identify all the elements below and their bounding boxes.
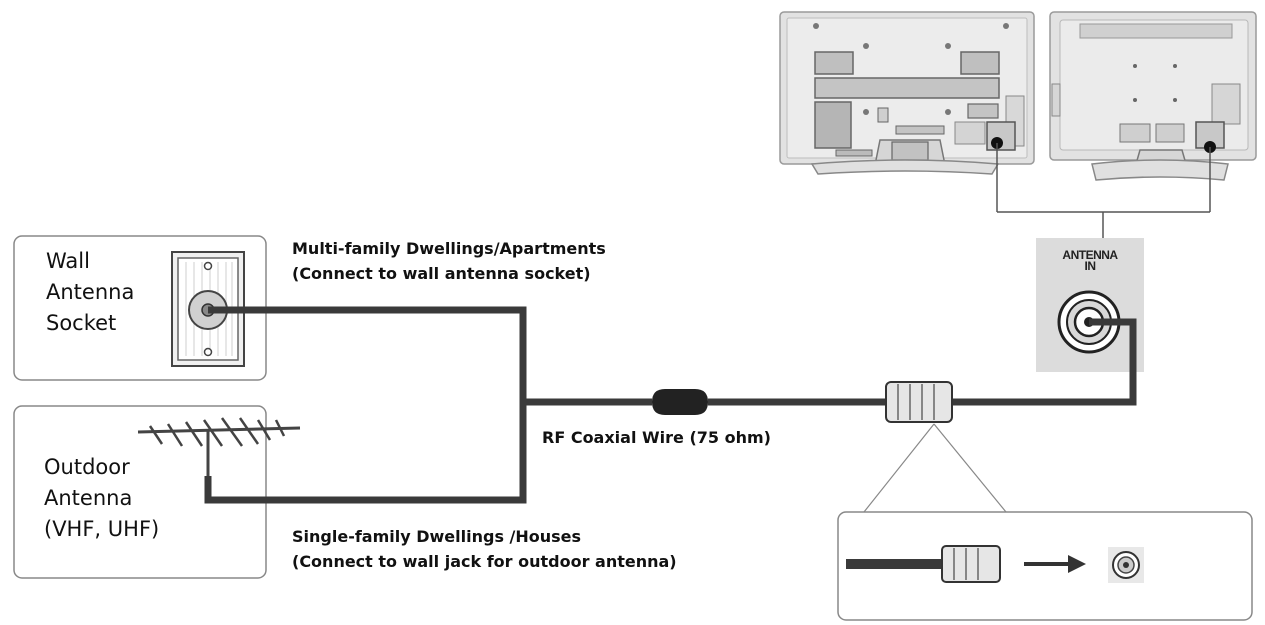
antenna-in-label: ANTENNA IN [1044,248,1136,273]
wall-socket-label-line: Wall [46,249,90,273]
f-connector-plug [885,381,953,423]
outdoor-antenna-box [13,405,267,579]
cable-label: RF Coaxial Wire (75 ohm) [542,428,771,447]
outdoor-antenna-label-line: Antenna [44,486,133,510]
outdoor-antenna-label-line: Outdoor [44,455,130,479]
antenna-in-label-line: ANTENNA [1062,248,1118,262]
wall-socket-caption-line: (Connect to wall antenna socket) [292,264,591,283]
tv-plasma-rear [779,11,1035,175]
outdoor-antenna-label: Outdoor Antenna (VHF, UHF) [44,452,159,545]
wall-socket-label-line: Socket [46,311,117,335]
detail-callout [863,423,1007,513]
outdoor-antenna-caption: Single-family Dwellings /Houses (Connect… [292,524,677,574]
wall-socket-label: Wall Antenna Socket [46,246,134,339]
arrow-right-icon [1024,555,1086,573]
detail-jack-icon [1108,547,1144,583]
antenna-in-panel [1036,238,1144,372]
detail-plug-icon [846,545,1001,583]
tv-rear-icon [779,11,1257,181]
outdoor-antenna-label-line: (VHF, UHF) [44,517,160,541]
outdoor-antenna-icon [137,417,301,476]
tv-connection-lines [996,143,1211,238]
outdoor-antenna-caption-line: Single-family Dwellings /Houses [292,527,582,546]
tv-lcd-rear [1049,11,1257,181]
outdoor-antenna-caption-line: (Connect to wall jack for outdoor antenn… [292,552,677,571]
antenna-in-label-line: IN [1084,259,1097,273]
wall-socket-label-line: Antenna [46,280,135,304]
coaxial-cable [204,306,1137,504]
wall-socket-caption-line: Multi-family Dwellings/Apartments [292,239,606,258]
wall-socket-caption: Multi-family Dwellings/Apartments (Conne… [292,236,606,286]
ferrite-core [652,389,708,415]
